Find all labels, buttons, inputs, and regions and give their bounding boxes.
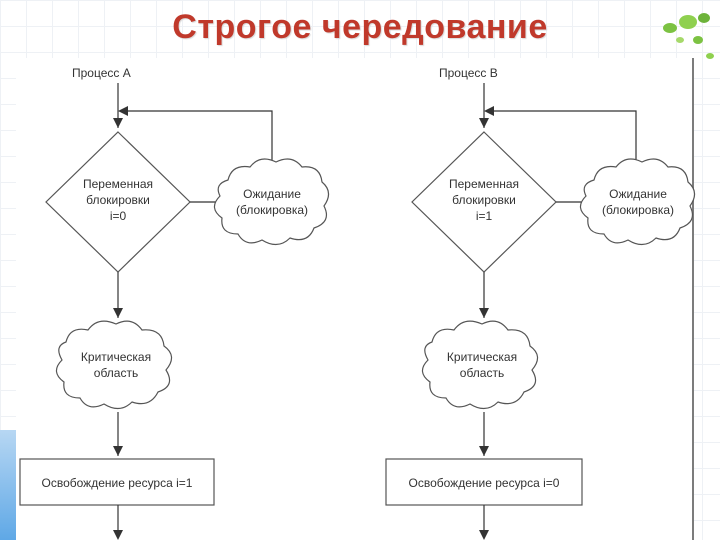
entry-arrow bbox=[113, 118, 123, 128]
wait-line-1: Ожидание bbox=[243, 187, 301, 201]
to-critical-arrow bbox=[113, 308, 123, 318]
slide-title: Строгое чередование bbox=[172, 8, 548, 46]
wait-line-2: (блокировка) bbox=[236, 203, 308, 217]
release-resource-box bbox=[385, 458, 583, 506]
decision-line-1: Переменная bbox=[449, 177, 519, 191]
wait-cloud bbox=[579, 158, 696, 246]
release-resource-box bbox=[19, 458, 215, 506]
wait-line-1: Ожидание bbox=[609, 187, 667, 201]
process-a-flow: Процесс А Переменная блокировки i=0 Ожид… bbox=[19, 66, 330, 540]
to-release-arrow bbox=[479, 446, 489, 456]
process-a-label: Процесс А bbox=[72, 66, 131, 80]
decision-line-3: i=0 bbox=[110, 209, 127, 223]
loop-arrow bbox=[118, 106, 128, 116]
left-accent-bar bbox=[0, 430, 20, 540]
critical-section-cloud bbox=[421, 320, 539, 410]
critical-line-2: область bbox=[460, 366, 504, 380]
loop-line bbox=[124, 110, 273, 160]
process-b-label: Процесс В bbox=[439, 66, 498, 80]
critical-line-2: область bbox=[94, 366, 138, 380]
critical-line-1: Критическая bbox=[447, 350, 517, 364]
to-release-arrow bbox=[113, 446, 123, 456]
wait-line-2: (блокировка) bbox=[602, 203, 674, 217]
exit-arrow bbox=[479, 530, 489, 540]
process-b-flow: Процесс В Переменная блокировки i=1 Ожид… bbox=[385, 66, 696, 540]
loop-arrow bbox=[484, 106, 494, 116]
to-critical-arrow bbox=[479, 308, 489, 318]
critical-section-cloud bbox=[55, 320, 173, 410]
decision-line-2: блокировки bbox=[86, 193, 150, 207]
release-label: Освобождение ресурса i=1 bbox=[42, 476, 193, 490]
wait-cloud bbox=[213, 158, 330, 246]
release-label: Освобождение ресурса i=0 bbox=[409, 476, 560, 490]
panel-border bbox=[692, 58, 694, 540]
exit-arrow bbox=[113, 530, 123, 540]
loop-line bbox=[490, 110, 637, 160]
decision-line-1: Переменная bbox=[83, 177, 153, 191]
decision-line-2: блокировки bbox=[452, 193, 516, 207]
decorative-dots-icon bbox=[663, 13, 714, 59]
critical-line-1: Критическая bbox=[81, 350, 151, 364]
entry-arrow bbox=[479, 118, 489, 128]
decision-line-3: i=1 bbox=[476, 209, 493, 223]
